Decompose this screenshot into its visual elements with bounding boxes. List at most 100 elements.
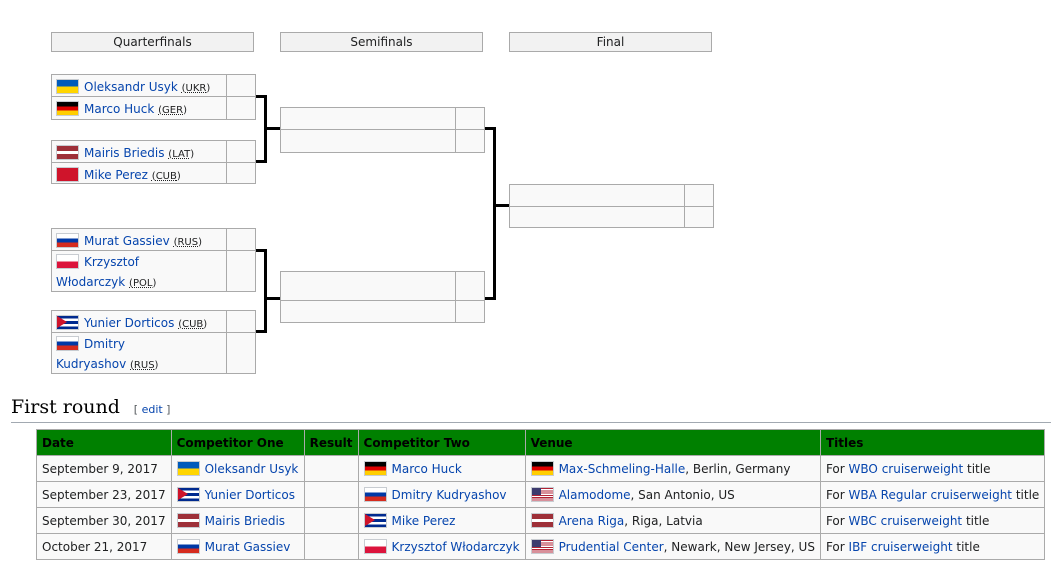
competitor-one-link[interactable]: Mairis Briedis [204,514,286,528]
venue-link[interactable]: Alamodome [558,488,631,502]
row-titles: For IBF cruiserweight title [819,533,1046,560]
venue-location: , Newark, New Jersey, US [663,540,815,554]
usa-flag-icon [530,539,554,554]
venue-location: , Berlin, Germany [685,462,791,476]
connector-qf1 [264,127,280,130]
edit-link[interactable]: edit [141,403,163,416]
row-titles: For WBC cruiserweight title [819,507,1046,534]
column-date: Date [36,429,172,456]
qf-team-1-link[interactable]: Oleksandr Usyk [84,80,178,94]
russia-flag-icon [176,539,200,554]
competitor-one-link[interactable]: Yunier Dorticos [204,488,295,502]
row-competitor-one: Mairis Briedis [170,507,305,534]
competitor-one-link[interactable]: Murat Gassiev [204,540,291,554]
title-org-link[interactable]: WBO [848,461,878,476]
qf-team-4: Mike Perez (CUB) [51,162,227,184]
poland-flag-icon [363,539,387,554]
qf-team-7-link[interactable]: Yunier Dorticos [84,316,175,330]
table-row: September 30, 2017 Mairis Briedis Mike P… [36,507,1046,534]
title-division-link[interactable]: cruiserweight [880,513,963,528]
row-venue: Prudential Center, Newark, New Jersey, U… [524,533,821,560]
row-competitor-two: Mike Perez [357,507,526,534]
row-venue: Alamodome, San Antonio, US [524,481,821,508]
sf-score-3 [455,271,485,301]
russia-flag-icon [56,336,79,351]
final-slot-1 [509,184,685,207]
competitor-two-link[interactable]: Mike Perez [391,514,456,528]
header-quarterfinals: Quarterfinals [51,32,254,52]
title-org-link[interactable]: WBC [848,513,877,528]
title-division-link[interactable]: cruiserweight [881,461,964,476]
section-title: First round [11,396,120,418]
final-score-1 [684,184,714,207]
competitor-two-link[interactable]: Krzysztof Włodarczyk [391,540,520,554]
row-date: October 21, 2017 [36,533,172,560]
connector-qf2 [256,330,267,333]
row-titles: For WBO cruiserweight title [819,455,1046,482]
latvia-flag-icon [530,513,554,528]
edit-section: [ edit ] [133,403,171,416]
title-org-link[interactable]: WBA Regular [848,487,927,502]
germany-flag-icon [56,101,79,116]
venue-link[interactable]: Arena Riga [558,514,625,528]
qf-score-4 [226,162,256,184]
section-heading-wrap: First round [ edit ] [11,396,170,418]
qf-team-6-link[interactable]: Krzysztof [84,255,140,269]
qf-team-3: Mairis Briedis (LAT) [51,140,227,163]
qf-team-4-link[interactable]: Mike Perez [84,168,148,182]
competitor-one-link[interactable]: Oleksandr Usyk [204,462,299,476]
qf-team-6-link-line2[interactable]: Włodarczyk [56,275,126,289]
row-date: September 30, 2017 [36,507,172,534]
title-division-link[interactable]: cruiserweight [930,487,1013,502]
qf-team-2-link[interactable]: Marco Huck [84,102,155,116]
row-competitor-one: Murat Gassiev [170,533,305,560]
competitor-two-link[interactable]: Marco Huck [391,462,462,476]
connector-sf [493,204,509,207]
sf-slot-4 [280,300,456,323]
column-titles: Titles [819,429,1046,456]
qf-team-8-link-line2[interactable]: Kudryashov [56,357,127,371]
row-competitor-two: Marco Huck [357,455,526,482]
qf-score-6 [226,250,256,292]
sf-slot-1 [280,107,456,130]
title-division-link[interactable]: cruiserweight [871,539,953,554]
qf-score-7 [226,310,256,333]
cuba-flag-icon [56,315,79,330]
qf-team-4-country: CUB [155,171,177,182]
connector-qf2 [256,249,267,252]
table-header-row: Date Competitor One Result Competitor Tw… [36,429,1046,456]
venue-link[interactable]: Max-Schmeling-Halle [558,462,686,476]
row-result [303,533,359,560]
final-slot-2 [509,206,685,228]
qf-team-3-country: LAT [172,149,191,160]
germany-flag-icon [530,461,554,476]
table-row: October 21, 2017 Murat Gassiev Krzysztof… [36,533,1046,560]
header-final: Final [509,32,712,52]
row-competitor-two: Dmitry Kudryashov [357,481,526,508]
qf-team-8-link[interactable]: Dmitry [84,337,126,351]
competitor-two-link[interactable]: Dmitry Kudryashov [391,488,507,502]
cuba-flag-icon [363,513,387,528]
latvia-flag-icon [56,145,79,160]
qf-team-3-link[interactable]: Mairis Briedis [84,146,165,160]
qf-team-1: Oleksandr Usyk (UKR) [51,74,227,97]
column-competitor-two: Competitor Two [357,429,526,456]
connector-qf2 [264,249,267,332]
qf-team-2: Marco Huck (GER) [51,96,227,120]
row-competitor-one: Yunier Dorticos [170,481,305,508]
qf-score-5 [226,228,256,251]
connector-sf [493,127,496,300]
ukraine-flag-icon [176,461,200,476]
row-venue: Max-Schmeling-Halle, Berlin, Germany [524,455,821,482]
qf-team-5-country: RUS [177,237,199,248]
row-result [303,455,359,482]
russia-flag-icon [363,487,387,502]
column-venue: Venue [524,429,821,456]
table-row: September 23, 2017 Yunier Dorticos Dmitr… [36,481,1046,508]
qf-team-5-link[interactable]: Murat Gassiev [84,234,170,248]
row-result [303,481,359,508]
venue-link[interactable]: Prudential Center [558,540,664,554]
title-org-link[interactable]: IBF [848,539,868,554]
latvia-flag-icon [176,513,200,528]
